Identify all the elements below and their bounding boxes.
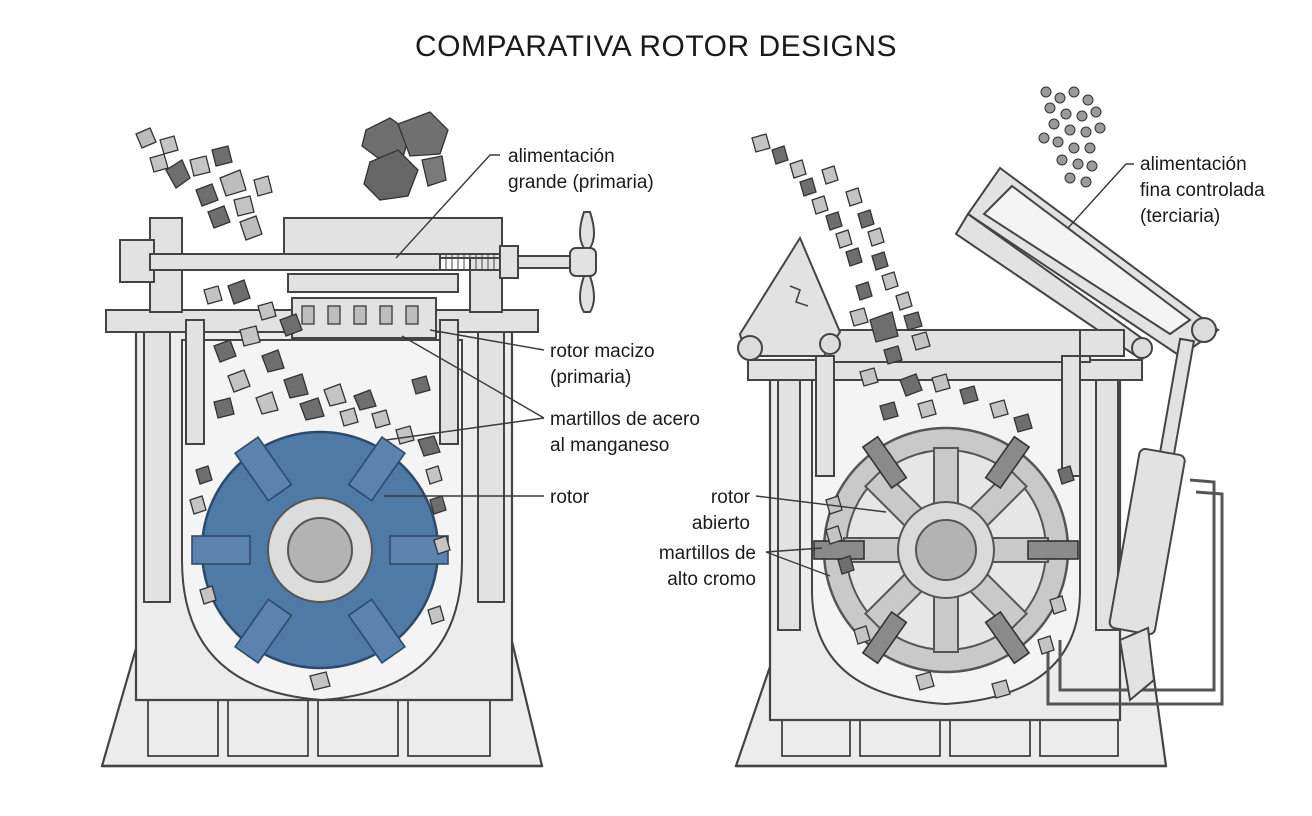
solid-rotor	[191, 430, 449, 670]
label-left-rotor-type-line1: rotor macizo	[550, 341, 655, 362]
label-right-rotor-type-line1: rotor	[711, 487, 751, 508]
open-rotor	[813, 426, 1079, 674]
label-left-rotor-type-line2: (primaria)	[550, 367, 631, 388]
left-crusher	[100, 111, 597, 768]
left-feed-rocks	[135, 111, 451, 691]
label-right-rotor-type-line2: abierto	[692, 513, 750, 534]
label-left-rotor: rotor	[550, 487, 590, 508]
diagram-title: COMPARATIVA ROTOR DESIGNS	[414, 30, 897, 63]
label-right-feed: alimentación fina controlada (terciaria)	[1140, 154, 1265, 227]
left-hopper-top	[283, 217, 503, 259]
label-right-hammers-line2: alto cromo	[667, 569, 756, 590]
label-right-hammers: martillos de alto cromo	[659, 543, 756, 590]
left-leader-lines	[384, 154, 545, 497]
label-left-hammers-line1: martillos de acero	[550, 409, 700, 430]
label-left-hammers-line2: al manganeso	[550, 435, 669, 456]
label-right-hammers-line1: martillos de	[659, 543, 756, 564]
right-feed-rocks	[751, 86, 1106, 699]
label-right-feed-line2: fina controlada	[1140, 180, 1265, 201]
label-left-hammers: martillos de acero al manganeso	[550, 409, 700, 456]
hydraulic-cylinder	[1046, 337, 1224, 706]
label-left-rotor-line1: rotor	[550, 487, 590, 508]
right-crusher	[734, 86, 1224, 768]
left-hammer-clamp	[291, 297, 437, 339]
label-left-rotor-type: rotor macizo (primaria)	[550, 341, 655, 388]
label-right-feed-line1: alimentación	[1140, 154, 1247, 175]
label-left-feed: alimentación grande (primaria)	[508, 146, 654, 193]
left-adjusting-screw	[119, 211, 597, 313]
label-left-feed-line2: grande (primaria)	[508, 172, 654, 193]
label-left-feed-line1: alimentación	[508, 146, 615, 167]
label-right-rotor-type: rotor abierto	[692, 487, 751, 534]
right-feed-flap	[737, 235, 842, 361]
right-feed-chute	[954, 166, 1220, 362]
manganese-hammers	[191, 436, 449, 664]
label-right-feed-line3: (terciaria)	[1140, 206, 1220, 227]
right-leader-lines	[755, 163, 1134, 577]
